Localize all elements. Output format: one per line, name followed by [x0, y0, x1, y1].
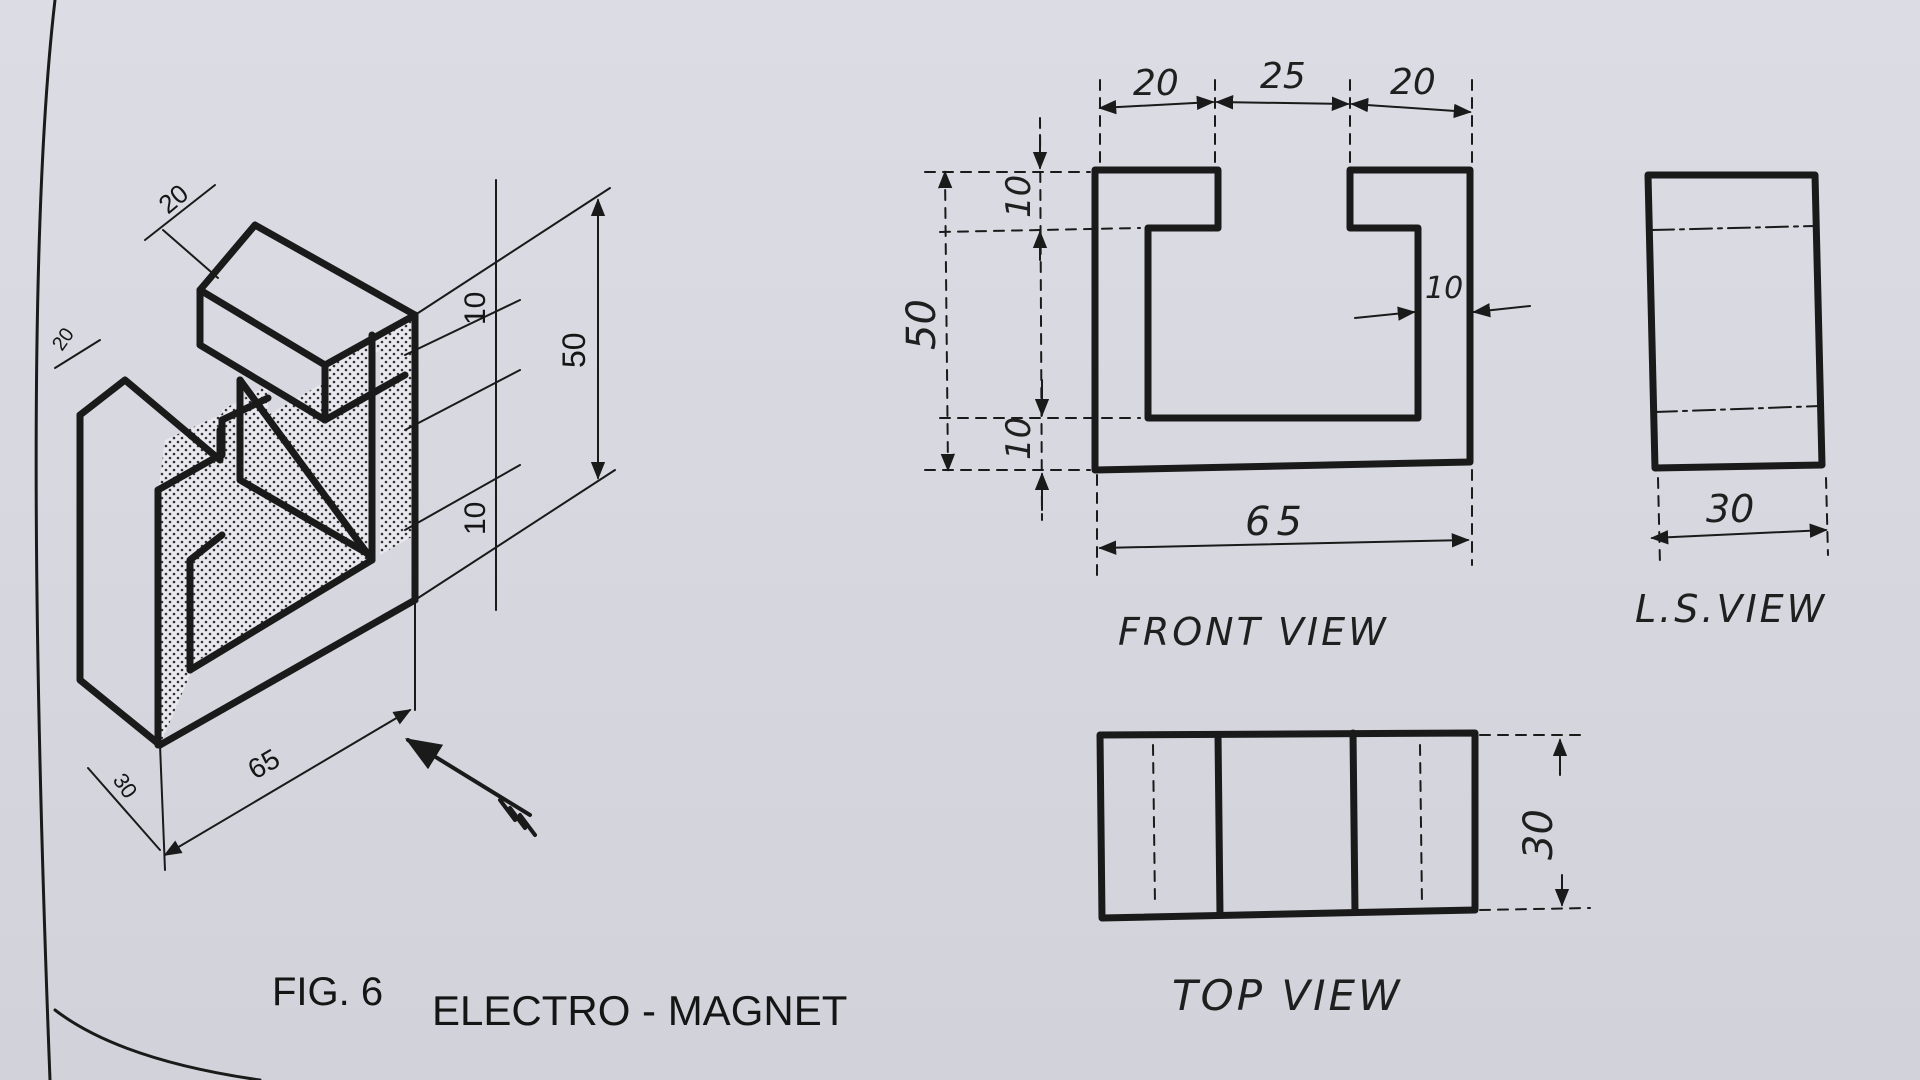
fv-dim-20-left: 20 — [1133, 63, 1179, 104]
fv-dim-line-50 — [937, 170, 956, 472]
side-view-hidden-bottom — [1654, 405, 1821, 413]
iso-pillar — [236, 376, 374, 559]
iso-dim-line-left-20 — [54, 339, 101, 369]
fv-wall-arrow-in — [1354, 306, 1416, 321]
iso-dim-10-lower: 10 — [459, 502, 492, 535]
fv-dim-line-25 — [1215, 95, 1350, 111]
figure-title: ELECTRO - MAGNET — [432, 987, 847, 1034]
fv-dim-line-10s — [1039, 117, 1043, 521]
iso-left-block-edge — [154, 451, 224, 494]
sv-dim-30: 30 — [1706, 487, 1754, 531]
iso-face-dotted-b — [158, 414, 222, 494]
fv-dim-65: 65 — [1245, 499, 1308, 545]
front-view: 20 25 20 50 10 10 10 65 FRONT VIEW — [899, 56, 1531, 654]
fv-dim-10-bottom: 10 — [999, 417, 1039, 460]
iso-ext-10-b — [404, 369, 521, 431]
iso-dim-left-20: 20 — [48, 324, 79, 355]
top-view-hidden-a — [1152, 744, 1156, 906]
iso-top-block-bottom — [321, 371, 409, 424]
isometric-view: 20 20 10 10 50 65 30 — [48, 178, 616, 871]
figure-number: FIG. 6 — [272, 970, 383, 1014]
iso-step — [218, 394, 272, 459]
iso-dim-line-65 — [163, 709, 412, 856]
iso-top-block-front — [196, 286, 329, 424]
fv-dim-25: 25 — [1260, 56, 1306, 97]
front-view-outline — [1091, 166, 1474, 474]
fv-dim-20-right: 20 — [1390, 62, 1436, 103]
iso-ext-10-a — [404, 299, 521, 356]
side-view-outline — [1644, 171, 1826, 472]
iso-ext-10-c — [404, 464, 521, 531]
iso-dim-line-top-20 — [144, 184, 216, 241]
fv-dim-50: 50 — [899, 299, 945, 350]
top-view-line-b — [1349, 729, 1359, 916]
side-view-label: L.S.VIEW — [1635, 587, 1827, 631]
page-binding-edge — [34, 0, 57, 1080]
top-view: 30 TOP VIEW — [1096, 729, 1591, 1020]
fv-dim-line-20-left — [1098, 95, 1215, 115]
iso-ext-50-top — [414, 187, 611, 316]
side-view: 30 L.S.VIEW — [1635, 171, 1829, 631]
tv-ext-bottom — [1479, 907, 1591, 911]
iso-ext-top-20 — [162, 229, 219, 279]
iso-dim-10-upper: 10 — [459, 292, 492, 325]
iso-dim-65: 65 — [243, 743, 285, 785]
top-view-hidden-b — [1419, 744, 1423, 906]
front-view-label: FRONT VIEW — [1118, 610, 1389, 654]
sv-ext-left — [1657, 477, 1661, 566]
iso-dim-50: 50 — [556, 332, 592, 368]
iso-dim-top-20: 20 — [153, 178, 194, 220]
view-direction-arrow — [404, 738, 532, 817]
top-view-label: TOP VIEW — [1172, 971, 1403, 1020]
iso-ext-50-bottom — [414, 469, 616, 601]
page-bottom-edge — [53, 1008, 262, 1080]
iso-left-dotted-face — [158, 315, 415, 745]
fv-dim-line-65 — [1098, 533, 1470, 555]
fv-dim-10-top: 10 — [999, 175, 1039, 218]
iso-inner-left — [186, 531, 226, 674]
top-view-line-a — [1214, 731, 1224, 919]
side-view-hidden-top — [1651, 225, 1816, 231]
fv-wall-arrow-out — [1472, 303, 1531, 318]
iso-inner-diagonal — [236, 376, 376, 564]
iso-dim-line-30 — [87, 767, 161, 851]
fv-dim-line-20-right — [1350, 97, 1472, 119]
iso-ext-65 — [159, 744, 166, 871]
tv-dim-30: 30 — [1516, 809, 1562, 860]
sv-dim-line-30 — [1650, 523, 1828, 545]
fv-dim-wall-10: 10 — [1425, 271, 1463, 306]
sv-ext-right — [1825, 477, 1829, 556]
arrow-fletching — [498, 798, 537, 837]
top-view-outline — [1096, 729, 1479, 922]
